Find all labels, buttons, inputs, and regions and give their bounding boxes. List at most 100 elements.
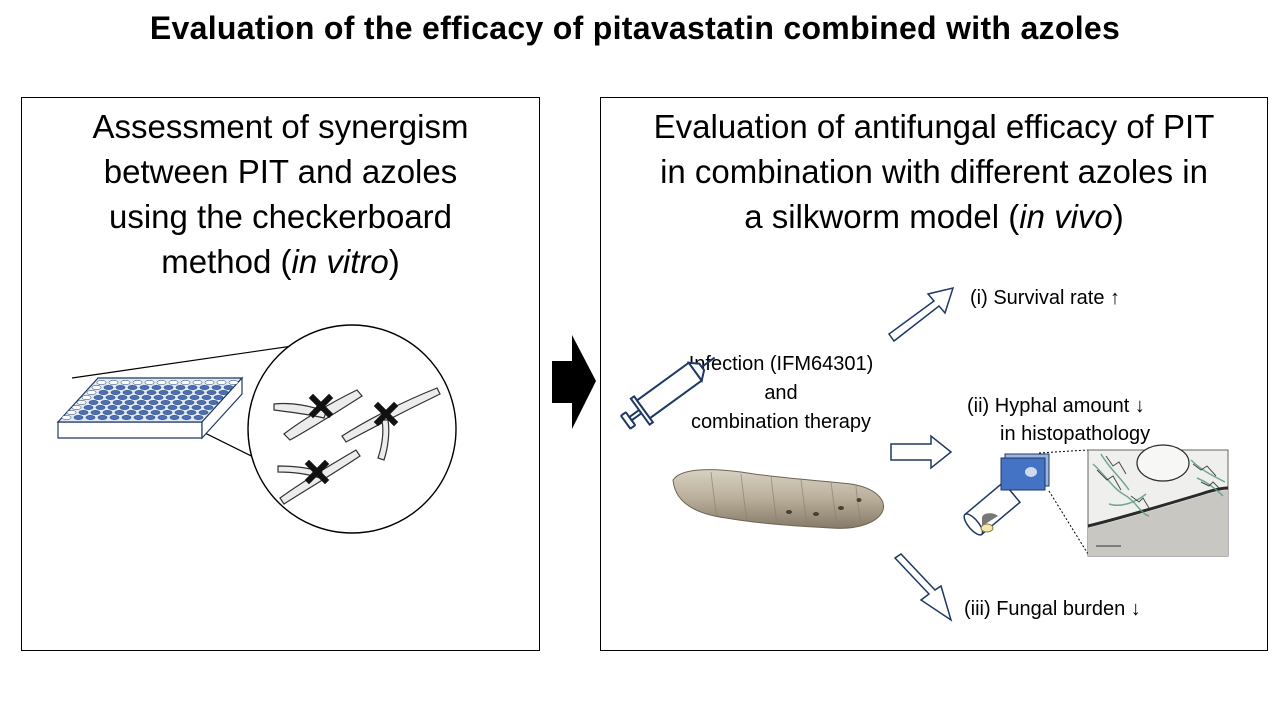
plate-well [91, 385, 102, 390]
plate-well [189, 395, 200, 400]
plate-well [98, 390, 109, 395]
plate-well [119, 405, 130, 410]
plate-well [179, 405, 190, 410]
plate-well [182, 390, 193, 395]
plate-well [136, 400, 147, 405]
plate-well [115, 385, 126, 390]
plate-well [218, 390, 229, 395]
plate-well [114, 410, 125, 415]
in-vitro-panel: Assessment of synergism between PIT and … [21, 97, 540, 651]
plate-well [203, 405, 214, 410]
plate-well [169, 415, 180, 420]
plate-well [97, 415, 108, 420]
in-vivo-heading: Evaluation of antifungal efficacy of PIT… [601, 104, 1267, 239]
arrow-to-hyphal-icon [890, 434, 953, 470]
inhibition-marks [304, 393, 399, 485]
flow-arrow-icon [552, 335, 596, 429]
in-vivo-heading-line-2: in combination with different azoles in [660, 153, 1208, 190]
plate-wells [61, 380, 239, 420]
plate-well [172, 400, 183, 405]
plate-well [160, 400, 171, 405]
plate-well [66, 410, 77, 415]
plate-well [168, 380, 179, 385]
plate-well [96, 380, 107, 385]
plate-well [103, 385, 114, 390]
silkworm-icon [672, 469, 885, 529]
plate-well [131, 405, 142, 410]
plate-well [165, 395, 176, 400]
plate-well [76, 400, 87, 405]
histopathology-label: in histopathology [1000, 423, 1151, 445]
plate-well [194, 390, 205, 395]
plate-well [129, 395, 140, 400]
plate-well [180, 380, 191, 385]
hyphal-amount-label: (ii) Hyphal amount ↓ [967, 395, 1145, 417]
plate-well [204, 380, 215, 385]
plate-well [177, 395, 188, 400]
plate-well [174, 410, 185, 415]
plate-well [198, 410, 209, 415]
plate-well [162, 410, 173, 415]
x-mark-icon [308, 393, 334, 419]
plate-well [105, 395, 116, 400]
plate-well [122, 390, 133, 395]
plate-well [196, 400, 207, 405]
plate-well [228, 380, 239, 385]
fungal-burden-label: (iii) Fungal burden ↓ [964, 598, 1141, 620]
plate-well [109, 415, 120, 420]
plate-well [163, 385, 174, 390]
plate-well [110, 390, 121, 395]
plate-well [187, 385, 198, 390]
plate-well [170, 390, 181, 395]
plate-well [167, 405, 178, 410]
plate-well [86, 390, 97, 395]
survival-rate-label: (i) Survival rate ↑ [970, 287, 1121, 309]
plate-well [93, 395, 104, 400]
plate-well [148, 400, 159, 405]
plate-well [192, 380, 203, 385]
plate-well [158, 390, 169, 395]
infection-label: Infection (IFM64301) and combination the… [688, 353, 874, 433]
plate-well [146, 390, 157, 395]
plate-well [155, 405, 166, 410]
plate-well [126, 410, 137, 415]
plate-well [100, 400, 111, 405]
plate-well [138, 410, 149, 415]
plate-well [112, 400, 123, 405]
plate-well [102, 410, 113, 415]
plate-well [150, 410, 161, 415]
plate-well [124, 400, 135, 405]
in-vivo-heading-line-1: Evaluation of antifungal efficacy of PIT [653, 108, 1215, 145]
plate-well [144, 380, 155, 385]
plate-well [121, 415, 132, 420]
syringe-icon [620, 356, 716, 430]
plate-well [141, 395, 152, 400]
in-vivo-panel: Evaluation of antifungal efficacy of PIT… [600, 97, 1268, 651]
plate-well [78, 410, 89, 415]
plate-well [184, 400, 195, 405]
zoom-line-top [71, 341, 321, 379]
magnified-view-circle [247, 324, 457, 534]
hypha-2-branch [377, 419, 390, 461]
plate-well [134, 390, 145, 395]
in-vitro-heading-line-4: method (in vitro) [161, 243, 400, 280]
plate-well [73, 415, 84, 420]
plate-well [61, 415, 72, 420]
plate-well [85, 415, 96, 420]
plate-well [145, 415, 156, 420]
plate-well [81, 395, 92, 400]
plate-well [133, 415, 144, 420]
in-vivo-illustration [620, 286, 1229, 622]
plate-well [216, 380, 227, 385]
plate-well [132, 380, 143, 385]
plate-well [211, 385, 222, 390]
in-vivo-heading-line-3: a silkworm model (in vivo) [744, 198, 1124, 235]
x-mark-icon [304, 459, 330, 485]
plate-well [181, 415, 192, 420]
plate-well [90, 410, 101, 415]
plate-well [175, 385, 186, 390]
page-title: Evaluation of the efficacy of pitavastat… [149, 10, 1121, 46]
plate-well [151, 385, 162, 390]
in-vitro-heading-line-1: Assessment of synergism [92, 108, 469, 145]
histology-micrograph [1038, 444, 1229, 557]
